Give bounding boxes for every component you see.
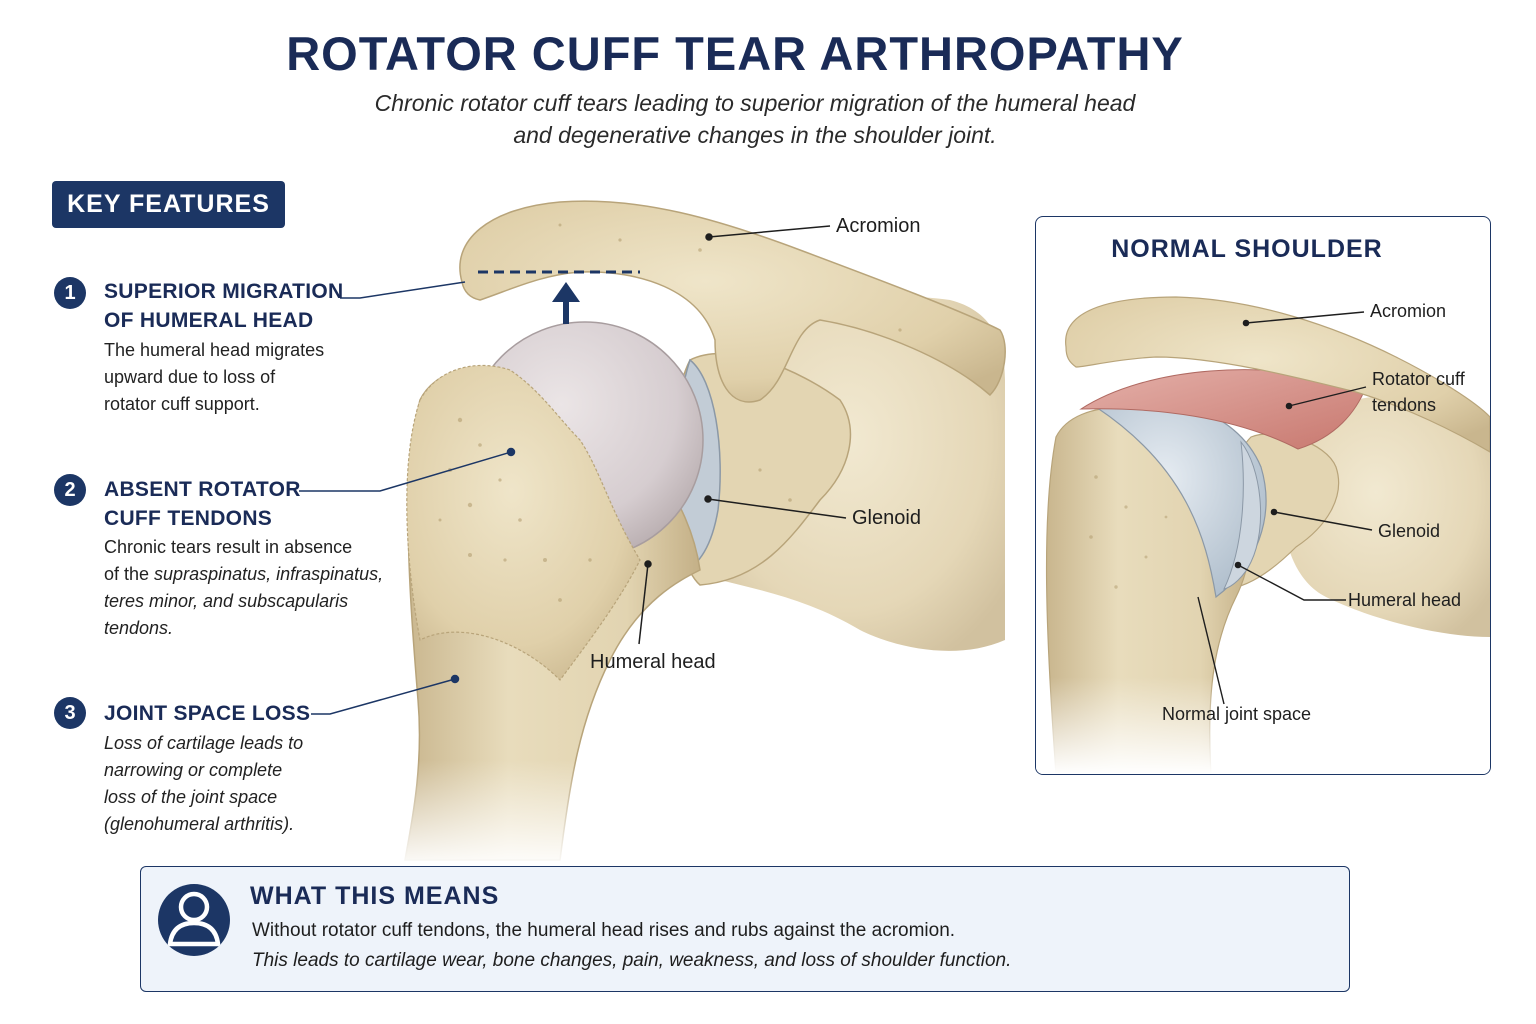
normal-label-glenoid: Glenoid [1378, 521, 1441, 541]
feature-3-desc-line-1: Loss of cartilage leads to [104, 733, 304, 753]
main-shoulder-diagram [299, 200, 1020, 870]
normal-label-acromion: Acromion [1370, 301, 1447, 321]
subtitle-line-2: and degenerative changes in the shoulder… [513, 122, 997, 148]
feature-pointer-lines [299, 281, 516, 715]
normal-lower-fade [1036, 677, 1490, 774]
what-this-means-panel [140, 866, 1350, 992]
normal-label-joint-space: Normal joint space [1162, 704, 1312, 724]
normal-leader-lines [1197, 311, 1373, 705]
key-features-badge: KEY FEATURES [52, 181, 285, 228]
feature-2-desc-line-2-prefix: of the [104, 564, 155, 584]
feature-2-heading-line-1: ABSENT ROTATOR [104, 478, 301, 501]
label-acromion: Acromion [836, 215, 921, 237]
feature-1-desc-line-1: The humeral head migrates [104, 340, 325, 360]
feature-3-heading-line-1: JOINT SPACE LOSS [104, 702, 311, 725]
normal-shoulder-diagram [1036, 296, 1490, 774]
label-glenoid: Glenoid [852, 507, 921, 529]
feature-2-desc-line-2: of the supraspinatus, infraspinatus, [104, 561, 383, 588]
bone-texture [438, 223, 902, 602]
feature-2-desc-line-1: Chronic tears result in absence [104, 537, 353, 557]
feature-1-desc-line-3: rotator cuff support. [104, 394, 260, 414]
normal-label-rotator-cuff-line-1: Rotator cuff [1372, 369, 1465, 389]
migration-arrow-icon [552, 282, 580, 324]
feature-3-desc-line-2: narrowing or complete [104, 760, 283, 780]
feature-3-desc-line-4: (glenohumeral arthritis). [104, 814, 295, 834]
lower-fade [380, 760, 1020, 870]
normal-glenoid-cartilage [1223, 440, 1262, 590]
normal-acromion [1065, 296, 1490, 453]
label-humeral-head: Humeral head [590, 651, 716, 673]
feature-1-heading-line-2: OF HUMERAL HEAD [104, 309, 314, 332]
normal-label-rotator-cuff-line-2: tendons [1372, 395, 1437, 415]
feature-1-number: 1 [54, 277, 86, 309]
normal-shoulder-panel [1035, 216, 1491, 775]
feature-3-number: 3 [54, 697, 86, 729]
page-title: ROTATOR CUFF TEAR ARTHROPATHY [286, 27, 1184, 80]
feature-2-desc-line-4: tendons. [104, 618, 174, 638]
what-this-means-line-1: Without rotator cuff tendons, the humera… [252, 920, 956, 941]
feature-2-desc-line-3: teres minor, and subscapularis [104, 591, 349, 611]
feature-3-desc-line-3: loss of the joint space [104, 787, 278, 807]
normal-shoulder-title: NORMAL SHOULDER [1111, 235, 1383, 263]
subtitle-line-1: Chronic rotator cuff tears leading to su… [374, 90, 1136, 116]
main-leader-lines [638, 225, 847, 645]
normal-scapula [1282, 396, 1490, 637]
what-this-means-title: WHAT THIS MEANS [250, 882, 500, 910]
normal-rotator-cuff-tendons [1079, 369, 1367, 450]
what-this-means-line-2: This leads to cartilage wear, bone chang… [252, 950, 1012, 971]
feature-1-desc-line-2: upward due to loss of [104, 367, 276, 387]
greater-tuberosity [406, 364, 641, 681]
feature-2-number: 2 [54, 474, 86, 506]
feature-2-desc-line-2-italic: supraspinatus, infraspinatus, [154, 564, 384, 584]
normal-label-humeral-head: Humeral head [1348, 590, 1462, 610]
normal-bone-texture [1089, 475, 1168, 589]
feature-1-heading-line-1: SUPERIOR MIGRATION [104, 280, 344, 303]
feature-2-heading-line-2: CUFF TENDONS [104, 507, 273, 530]
